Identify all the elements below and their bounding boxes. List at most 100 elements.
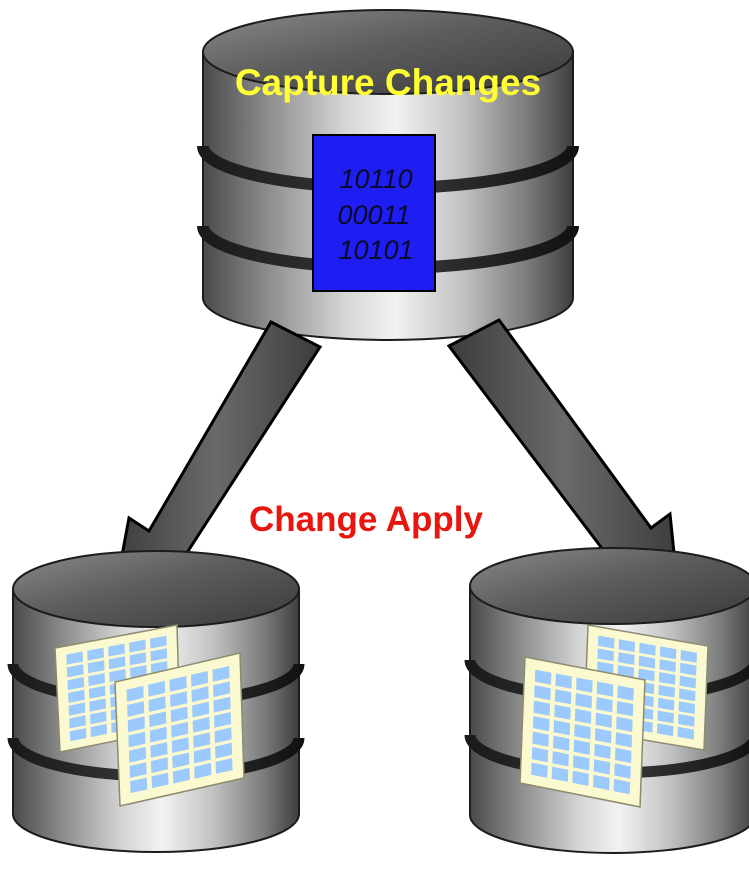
table-cell [656,723,674,737]
table-cell [127,716,145,733]
table-cell [69,728,87,742]
table-cell [614,747,632,764]
table-cell [172,767,190,784]
table-cell [89,698,106,712]
table-cell [150,757,168,774]
table-cell [148,680,166,697]
table-cell [151,772,169,789]
table-cell [170,691,188,707]
table-cell [658,684,675,698]
table-cell [679,675,696,689]
table-cell [128,747,147,763]
table-sheet-icon [114,652,245,807]
table-cell [193,747,211,764]
table-cell [679,688,696,702]
table-cell [129,652,147,666]
table-cell [573,755,590,771]
table-cell [193,732,211,748]
table-cell [618,652,635,665]
table-cell [554,704,571,720]
table-cell [596,697,613,713]
table-cell [148,696,166,712]
table-cell [90,723,108,738]
table-cell [532,716,550,732]
table-cell [659,646,677,660]
table-cell [171,737,189,753]
table-cell [532,731,549,747]
table-cell [215,742,233,759]
table-cell [108,656,126,670]
table-cell [66,664,84,678]
table-cell [109,669,126,683]
table-cell [575,693,592,709]
table-cell [88,685,106,699]
table-cell [658,672,676,685]
table-cell [128,731,146,748]
table-cell [617,685,634,701]
table-cell [638,655,656,669]
table-cell [68,689,85,703]
table-cell [534,685,551,701]
table-cell [534,669,552,685]
table-cell [616,701,634,717]
table-cell [87,647,104,661]
table-cell [90,711,107,725]
table-cell [531,762,548,778]
table-cell [593,759,611,775]
table-cell [614,763,631,779]
table-cell [657,710,674,724]
table-cell [194,762,212,779]
table-cell [678,701,695,714]
table-cell [533,700,551,716]
table-cell [213,696,231,713]
table-cell [615,732,633,748]
table-cell [680,662,697,676]
table-cell [657,697,675,711]
table-cell [67,677,85,691]
table-cell [597,648,614,662]
table-cell [618,639,636,653]
table-cell [659,659,676,672]
table-cell [598,635,615,649]
table-cell [126,685,144,702]
table-cell [171,721,189,738]
table-cell [553,720,571,736]
table-cell [555,673,572,689]
table-cell [66,651,83,665]
table-cell [170,706,188,723]
table-cell [617,665,635,678]
table-cell [213,681,231,698]
table-cell [552,751,569,767]
table-cell [576,677,593,693]
table-cell [680,650,697,663]
table-cell [531,747,549,763]
table-cell [215,758,233,774]
table-cell [130,777,148,794]
arrow-label: Change Apply [249,500,484,539]
table-cell [593,774,610,791]
table-cell [595,712,612,728]
table-cell [68,702,86,716]
table-cell [613,778,631,795]
table-cell [150,635,167,649]
table-cell [554,689,572,705]
table-cell [594,728,612,744]
table-cell [192,701,210,718]
table-cell [616,716,633,732]
table-cell [551,766,569,782]
table-cell [191,671,209,687]
table-cell [150,742,168,758]
table-cell [678,714,695,727]
table-cell [553,735,570,751]
table-cell [127,701,145,717]
table-cell [214,727,232,744]
binary-data-panel: 10110 00011 10101 [312,134,436,292]
bits-line-1: 10110 [339,164,412,194]
bits-line-3: 10101 [338,235,413,265]
table-cell [88,673,105,687]
table-cell [212,666,230,682]
table-cell [130,665,147,678]
table-cell [129,762,147,778]
table-cell [129,639,146,653]
table-cell [639,642,656,656]
